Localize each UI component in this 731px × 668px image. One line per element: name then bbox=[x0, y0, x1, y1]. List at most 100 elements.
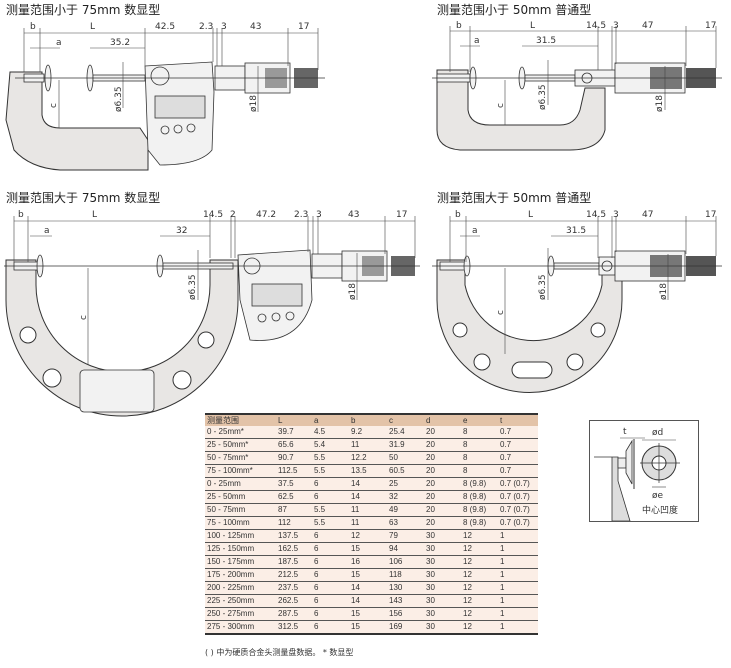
table-cell: 100 - 125mm bbox=[205, 529, 276, 543]
drawing-mechanical-large: b L 14.5 3 47 17 a 31.5 c ø6.35 ø18 bbox=[432, 210, 722, 393]
dim-label: ø18 bbox=[659, 283, 669, 300]
table-cell: 12 bbox=[461, 542, 498, 556]
table-cell: 1 bbox=[498, 607, 538, 621]
dim-label: 17 bbox=[298, 22, 309, 32]
table-cell: 8 bbox=[461, 426, 498, 439]
table-cell: 5.5 bbox=[312, 503, 349, 517]
table-cell: 8 (9.8) bbox=[461, 516, 498, 530]
table-cell: 112 bbox=[276, 516, 312, 530]
table-cell: 14 bbox=[349, 490, 387, 504]
table-cell: 12 bbox=[349, 529, 387, 543]
table-cell: 11 bbox=[349, 503, 387, 517]
table-cell: 30 bbox=[424, 607, 461, 621]
dim-label: ø18 bbox=[249, 95, 259, 112]
table-cell: 262.5 bbox=[276, 594, 312, 608]
table-cell: 275 - 300mm bbox=[205, 620, 276, 635]
table-cell: 15 bbox=[349, 607, 387, 621]
table-cell: 50 - 75mm bbox=[205, 503, 276, 517]
table-cell: 4.5 bbox=[312, 426, 349, 439]
table-cell: 212.5 bbox=[276, 568, 312, 582]
table-cell: 6 bbox=[312, 620, 349, 635]
table-cell: 13.5 bbox=[349, 464, 387, 478]
table-cell: 1 bbox=[498, 568, 538, 582]
dim-label: c bbox=[496, 310, 506, 315]
table-cell: 20 bbox=[424, 490, 461, 504]
table-cell: 20 bbox=[424, 426, 461, 439]
table-cell: 20 bbox=[424, 438, 461, 452]
dim-label: 3 bbox=[613, 21, 619, 31]
table-cell: 79 bbox=[387, 529, 424, 543]
table-cell: 9.2 bbox=[349, 426, 387, 439]
dim-label: L bbox=[92, 210, 97, 220]
dim-label: 35.2 bbox=[110, 38, 130, 48]
table-cell: 5.4 bbox=[312, 438, 349, 452]
dim-label: 17 bbox=[396, 210, 407, 220]
table-cell: 5.5 bbox=[312, 451, 349, 465]
panel-title: 测量范围大于 50mm 普通型 bbox=[437, 191, 592, 205]
dim-label: L bbox=[528, 210, 533, 220]
table-cell: 14 bbox=[349, 581, 387, 595]
dim-label: c bbox=[49, 103, 59, 108]
detail-t-label: t bbox=[623, 427, 627, 437]
table-cell: 0.7 bbox=[498, 451, 538, 465]
table-cell: 6 bbox=[312, 477, 349, 491]
dim-label: 14.5 bbox=[203, 210, 223, 220]
table-cell: 12 bbox=[461, 555, 498, 569]
table-cell: 5.5 bbox=[312, 464, 349, 478]
table-cell: 11 bbox=[349, 516, 387, 530]
table-cell: 25 bbox=[387, 477, 424, 491]
drawing-mechanical-small: b L 14.5 3 47 17 a 31.5 c ø6.35 ø18 bbox=[432, 21, 722, 151]
table-cell: 0.7 bbox=[498, 426, 538, 439]
dim-label: 3 bbox=[221, 22, 227, 32]
table-cell: 94 bbox=[387, 542, 424, 556]
table-cell: 11 bbox=[349, 438, 387, 452]
table-cell: 30 bbox=[424, 529, 461, 543]
table-cell: 15 bbox=[349, 620, 387, 635]
table-cell: 12 bbox=[461, 607, 498, 621]
table-cell: 12 bbox=[461, 594, 498, 608]
dim-label: a bbox=[474, 36, 480, 46]
table-cell: 12.2 bbox=[349, 451, 387, 465]
column-header: e bbox=[461, 413, 498, 426]
dim-label: ø6.35 bbox=[114, 86, 124, 112]
dim-label: 31.5 bbox=[536, 36, 556, 46]
dim-label: ø6.35 bbox=[538, 274, 548, 300]
panel-title: 测量范围小于 75mm 数显型 bbox=[6, 3, 161, 17]
table-cell: 50 bbox=[387, 451, 424, 465]
table-cell: 1 bbox=[498, 529, 538, 543]
table-cell: 30 bbox=[424, 555, 461, 569]
table-cell: 0.7 bbox=[498, 438, 538, 452]
table-cell: 60.5 bbox=[387, 464, 424, 478]
table-cell: 1 bbox=[498, 542, 538, 556]
table-cell: 106 bbox=[387, 555, 424, 569]
panel-title: 测量范围大于 75mm 数显型 bbox=[6, 191, 161, 205]
table-cell: 162.5 bbox=[276, 542, 312, 556]
dim-label: b bbox=[30, 22, 36, 32]
table-cell: 237.5 bbox=[276, 581, 312, 595]
table-cell: 6 bbox=[312, 555, 349, 569]
dim-label: ø18 bbox=[348, 283, 358, 300]
table-cell: 0 - 25mm bbox=[205, 477, 276, 491]
dim-label: ø6.35 bbox=[538, 84, 548, 110]
table-cell: 25.4 bbox=[387, 426, 424, 439]
table-cell: 16 bbox=[349, 555, 387, 569]
table-cell: 6 bbox=[312, 529, 349, 543]
table-cell: 30 bbox=[424, 542, 461, 556]
table-cell: 312.5 bbox=[276, 620, 312, 635]
dim-label: a bbox=[472, 226, 478, 236]
table-cell: 287.5 bbox=[276, 607, 312, 621]
table-cell: 137.5 bbox=[276, 529, 312, 543]
column-header: L bbox=[276, 413, 312, 426]
table-cell: 8 bbox=[461, 464, 498, 478]
table-cell: 0.7 bbox=[498, 464, 538, 478]
detail-d-label: ød bbox=[652, 428, 663, 438]
table-cell: 125 - 150mm bbox=[205, 542, 276, 556]
dim-label: 14.5 bbox=[586, 210, 606, 220]
